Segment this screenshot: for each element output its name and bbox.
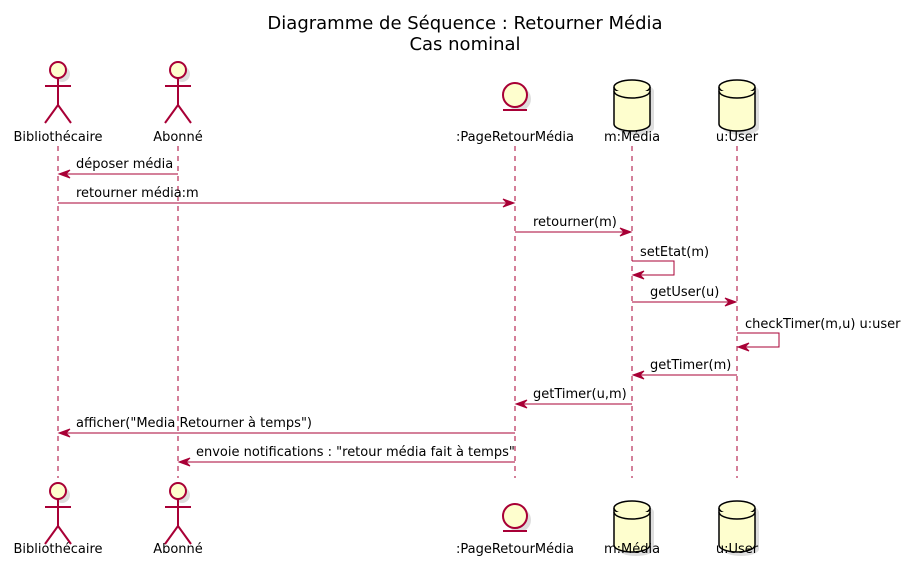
participant-label-bib-bottom: Bibliothécaire xyxy=(13,542,102,557)
participant-label-user-bottom: u:User xyxy=(716,542,759,557)
message-label-2: retourner média:m xyxy=(76,186,199,201)
diagram-subtitle: Cas nominal xyxy=(409,34,520,55)
message-6: checkTimer(m,u) u:user xyxy=(736,317,901,352)
participant-label-media-top: m:Média xyxy=(604,130,660,145)
arrowhead xyxy=(514,399,528,409)
entity-icon-page-top xyxy=(502,82,531,111)
message-4: setEtat(m) xyxy=(631,245,709,280)
actor-icon-abo-bottom xyxy=(164,482,192,545)
message-3: retourner(m) xyxy=(515,215,633,237)
message-label-5: getUser(u) xyxy=(650,285,719,300)
database-icon-user-bottom xyxy=(718,500,759,556)
arrowhead xyxy=(736,342,750,352)
participant-label-abo-bottom: Abonné xyxy=(153,542,203,557)
message-9: afficher("Media Retourner à temps") xyxy=(57,416,515,438)
message-label-6: checkTimer(m,u) u:user xyxy=(745,317,901,332)
database-icon-media-bottom xyxy=(613,500,654,556)
message-label-7: getTimer(m) xyxy=(650,358,731,373)
message-label-10: envoie notifications : "retour média fai… xyxy=(196,445,515,460)
participant-label-abo-top: Abonné xyxy=(153,130,203,145)
participant-label-bib-top: Bibliothécaire xyxy=(13,130,102,145)
arrowhead xyxy=(57,428,71,438)
actor-icon-bib-top xyxy=(44,61,72,124)
arrowhead xyxy=(724,297,738,307)
message-2: retourner média:m xyxy=(58,186,516,208)
arrowhead xyxy=(631,270,645,280)
message-label-8: getTimer(u,m) xyxy=(533,387,627,402)
message-label-1: déposer média xyxy=(76,157,173,172)
message-line xyxy=(737,332,780,348)
messages: déposer média retourner média:m retourner(… xyxy=(57,157,901,467)
participant-label-user-top: u:User xyxy=(716,130,759,145)
database-icon-media-top xyxy=(613,79,654,135)
message-label-3: retourner(m) xyxy=(533,215,617,230)
arrowhead xyxy=(502,198,516,208)
message-8: getTimer(u,m) xyxy=(514,387,632,409)
diagram-title: Diagramme de Séquence : Retourner Média xyxy=(267,13,662,34)
message-line xyxy=(632,260,675,276)
participants: BibliothécaireBibliothécaireAbonnéAbonné… xyxy=(13,61,759,557)
entity-icon-page-bottom xyxy=(502,503,531,532)
message-label-9: afficher("Media Retourner à temps") xyxy=(76,416,312,431)
arrowhead xyxy=(57,169,71,179)
arrowhead xyxy=(619,227,633,237)
actor-icon-abo-top xyxy=(164,61,192,124)
arrowhead xyxy=(631,370,645,380)
message-7: getTimer(m) xyxy=(631,358,737,380)
message-10: envoie notifications : "retour média fai… xyxy=(177,445,515,467)
message-5: getUser(u) xyxy=(632,285,738,307)
participant-label-media-bottom: m:Média xyxy=(604,542,660,557)
actor-icon-bib-bottom xyxy=(44,482,72,545)
participant-label-page-top: :PageRetourMédia xyxy=(456,130,574,145)
arrowhead xyxy=(177,457,191,467)
message-1: déposer média xyxy=(57,157,178,179)
database-icon-user-top xyxy=(718,79,759,135)
message-label-4: setEtat(m) xyxy=(640,245,709,260)
participant-label-page-bottom: :PageRetourMédia xyxy=(456,542,574,557)
